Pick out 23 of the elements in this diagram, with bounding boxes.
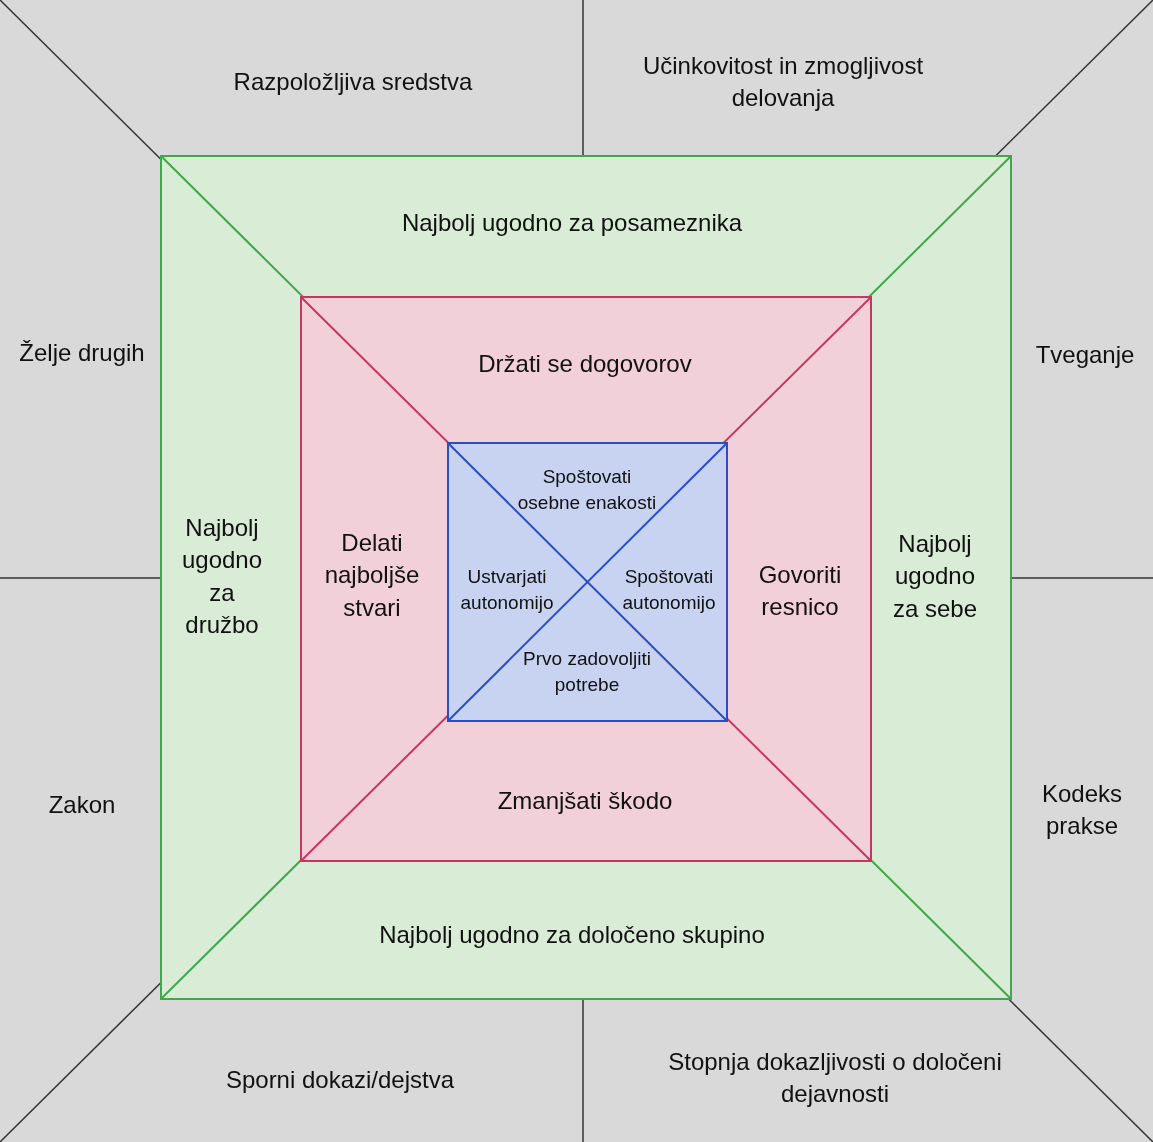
grid-label: Kodeks prakse: [1040, 778, 1124, 841]
grid-label: Sporni dokazi/dejstva: [224, 1064, 456, 1095]
grid-label: Ustvarjati autonomijo: [459, 565, 555, 615]
grid-label: Zakon: [47, 789, 117, 820]
outer-square: [160, 155, 1012, 1000]
inner-square: [447, 442, 728, 722]
grid-label: Najbolj ugodno za družbo: [180, 513, 264, 641]
grid-label: Stopnja dokazljivosti o določeni dejavnosti: [667, 1046, 1003, 1109]
grid-label: Držati se dogovorov: [477, 348, 693, 379]
grid-label: Razpoložljiva sredstva: [232, 66, 474, 97]
grid-label: Govoriti resnico: [757, 559, 843, 622]
grid-label: Najbolj ugodno za posameznika: [400, 207, 744, 238]
grid-label: Spoštovati osebne enakosti: [516, 465, 658, 515]
grid-label: Želje drugih: [18, 337, 146, 368]
grid-label: Najbolj ugodno za določeno skupino: [378, 919, 766, 950]
grid-label: Učinkovitost in zmogljivost delovanja: [641, 50, 925, 113]
grid-label: Spoštovati autonomijo: [621, 565, 717, 615]
middle-square: [300, 296, 872, 862]
grid-label: Najbolj ugodno za sebe: [891, 529, 979, 625]
grid-label: Zmanjšati škodo: [496, 785, 674, 816]
grid-label: Prvo zadovoljiti potrebe: [522, 647, 652, 697]
grid-label: Tveganje: [1034, 339, 1136, 370]
grid-label: Delati najboljše stvari: [323, 528, 421, 624]
